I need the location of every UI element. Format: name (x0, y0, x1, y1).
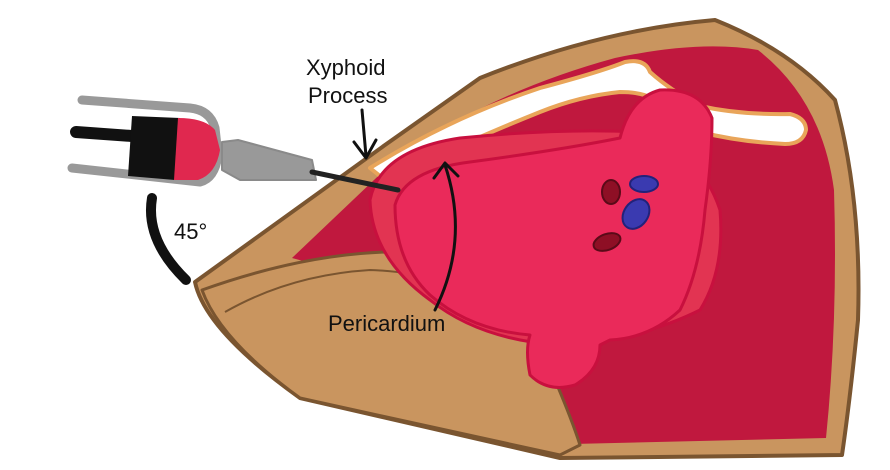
syringe-plunger-rod (70, 126, 138, 142)
xyphoid-arrow (352, 108, 378, 160)
angle-label: 45° (174, 219, 208, 244)
vessel-dark-lower (592, 232, 622, 252)
vessel-blue-upper (629, 175, 659, 193)
pericardium-label: Pericardium (328, 311, 446, 336)
syringe-fluid (174, 118, 220, 180)
xiphoid-bone (368, 59, 808, 182)
vessel-dark-upper (601, 179, 621, 205)
angle-arc (146, 193, 191, 285)
vessel-blue-lower (621, 198, 651, 230)
pericardium-arrow (432, 161, 460, 312)
xyphoid-label-line2: Process (308, 83, 388, 108)
xyphoid-process-label: Xyphoid Process (306, 54, 387, 110)
xyphoid-label-line1: Xyphoid (306, 55, 386, 80)
heart (393, 88, 714, 389)
syringe-hub (221, 139, 317, 181)
needle (309, 169, 401, 193)
syringe-plunger-head (128, 116, 180, 180)
